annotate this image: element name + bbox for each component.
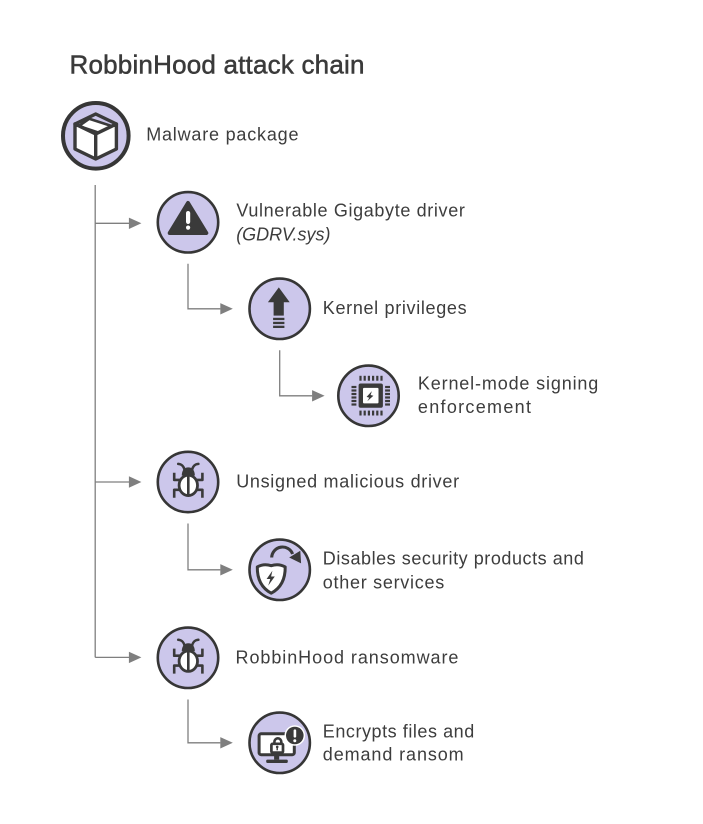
svg-text:Kernel privileges: Kernel privileges bbox=[323, 298, 467, 318]
svg-text:demand ransom: demand ransom bbox=[323, 745, 465, 765]
svg-text:enforcement: enforcement bbox=[418, 397, 532, 417]
svg-text:(GDRV.sys): (GDRV.sys) bbox=[236, 224, 330, 244]
svg-text:Disables security products and: Disables security products and bbox=[323, 549, 585, 569]
svg-text:Malware package: Malware package bbox=[146, 125, 299, 145]
svg-text:Encrypts files and: Encrypts files and bbox=[323, 721, 475, 741]
svg-text:Unsigned malicious driver: Unsigned malicious driver bbox=[236, 472, 460, 492]
svg-text:RobbinHood attack chain: RobbinHood attack chain bbox=[70, 50, 365, 80]
svg-text:Kernel-mode signing: Kernel-mode signing bbox=[418, 373, 599, 393]
svg-text:other services: other services bbox=[323, 573, 445, 593]
svg-text:Vulnerable Gigabyte driver: Vulnerable Gigabyte driver bbox=[236, 201, 465, 221]
svg-text:RobbinHood ransomware: RobbinHood ransomware bbox=[236, 648, 460, 668]
